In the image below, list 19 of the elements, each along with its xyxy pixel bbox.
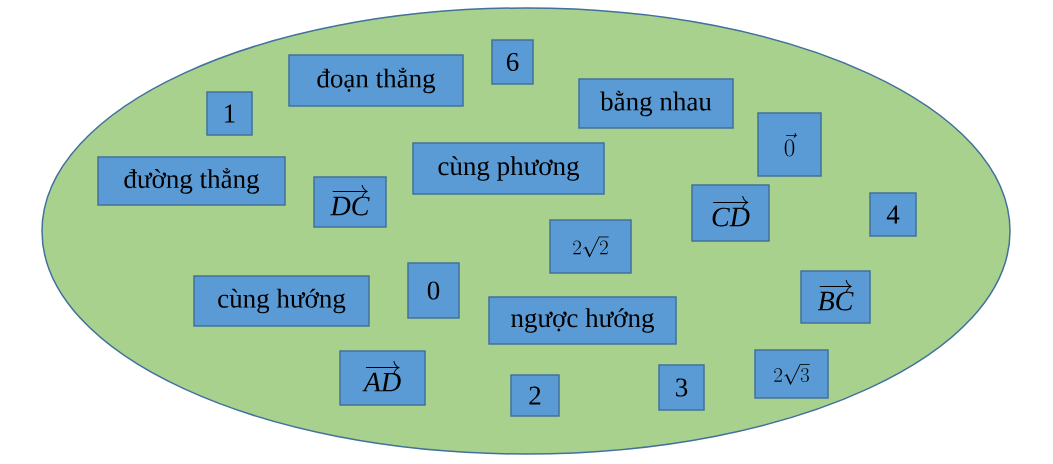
formula-box: $\overrightarrow{BC}$	[800, 270, 871, 324]
term-box: đường thẳng	[97, 156, 286, 206]
formula-box: $\vec{0}$	[757, 112, 822, 177]
term-box: cùng phương	[412, 142, 605, 195]
formula-box: $\overrightarrow{CD}$	[691, 184, 770, 242]
number-box: 0	[407, 262, 460, 319]
formula-box: $2\sqrt{3}$	[754, 349, 829, 399]
formula-box: $\overrightarrow{DC}$	[313, 176, 387, 228]
number-box: 4	[869, 192, 917, 237]
number-box: 2	[510, 374, 560, 417]
term-box: bằng nhau	[578, 78, 734, 129]
term-box: cùng hướng	[193, 275, 370, 327]
number-box: 6	[491, 39, 534, 85]
term-box: ngược hướng	[488, 296, 677, 345]
formula-box: $\overrightarrow{AD}$	[339, 350, 426, 406]
number-box: 3	[658, 364, 705, 411]
number-box: 1	[206, 91, 253, 136]
term-box: đoạn thẳng	[288, 54, 464, 107]
formula-box: $2\sqrt{2}$	[549, 219, 632, 274]
